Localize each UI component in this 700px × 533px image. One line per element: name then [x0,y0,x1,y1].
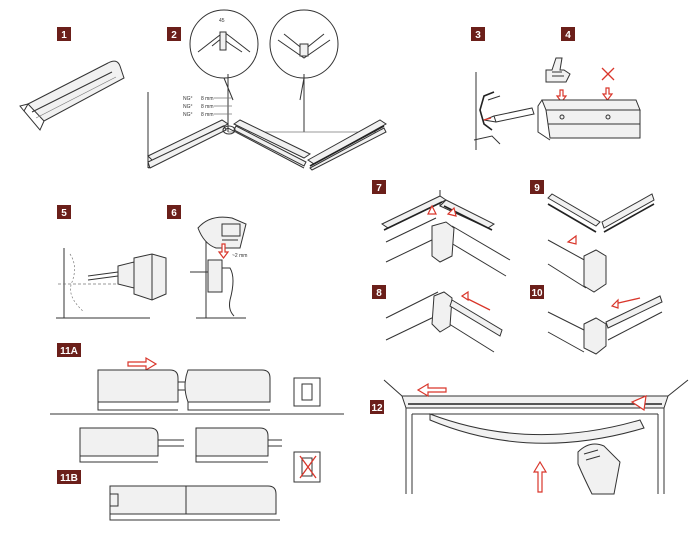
step-badge [57,27,71,41]
joint-profiles [79,427,282,463]
step-number: 4 [565,30,571,41]
step-number: 6 [171,208,177,219]
panel-step-10: 10 [530,285,663,355]
skirting-profile [19,60,125,131]
step-badge [530,180,544,194]
step-number: 2 [171,30,177,41]
step-number: 9 [534,183,540,194]
panel-step-6: 6 ~2 mm [167,205,247,319]
step-number: 3 [475,30,481,41]
panel-step-3: 3 [471,27,535,150]
profile-right [184,369,271,411]
profile-strip [537,99,641,141]
panel-step-1: 1 [19,27,125,131]
panel-step-8: 8 [372,285,503,353]
cross-icon [601,67,615,81]
room-corner [147,74,387,171]
detail-circle-left: 45 [189,9,259,101]
step-badge [57,205,71,219]
angle-annotations: NG° NG° NG° 8 mm 8 mm 8 mm [183,96,232,118]
panel-step-9: 9 [530,180,655,293]
gap-label: 8 mm [201,104,214,110]
hand-icon [577,443,621,495]
step-number: 12 [371,403,383,414]
step-badge [57,470,81,484]
angle-label: NG° [183,96,193,102]
angle-label: NG° [183,104,193,110]
panel-step-11b: 11B [57,427,321,521]
panel-step-7: 7 [372,180,511,277]
step-number: 5 [61,208,67,219]
pencil-icon [482,107,535,123]
detail-box [293,377,321,407]
thumbs-up-icon [545,57,571,83]
panel-step-2: 2 45 [147,9,387,171]
svg-text:45: 45 [219,18,225,24]
drill-icon [87,253,167,301]
step-badge [167,27,181,41]
step-badge [372,180,386,194]
step-badge [372,285,386,299]
step-number: 11B [60,473,78,484]
step-number: 1 [61,30,67,41]
joined-profile [109,485,280,521]
step-badge [57,343,81,357]
panel-step-4: 4 [537,27,641,141]
gap-label: 8 mm [201,112,214,118]
detail-box [293,451,321,483]
step-badge [370,400,384,414]
cross-icon [299,455,317,479]
profile-left [97,369,196,411]
step-badge [167,205,181,219]
panel-step-12: 12 [370,379,689,495]
step-number: 11A [60,346,78,357]
clearance-label: ~2 mm [232,253,247,259]
step-number: 8 [376,288,382,299]
step-badge [561,27,575,41]
panel-step-5: 5 [56,205,167,319]
step-number: 10 [531,288,543,299]
gap-label: 8 mm [201,96,214,102]
angle-label: NG° [183,112,193,118]
step-badge [530,285,544,299]
panel-step-11a: 11A [50,343,344,415]
step-badge [471,27,485,41]
step-number: 7 [376,183,382,194]
